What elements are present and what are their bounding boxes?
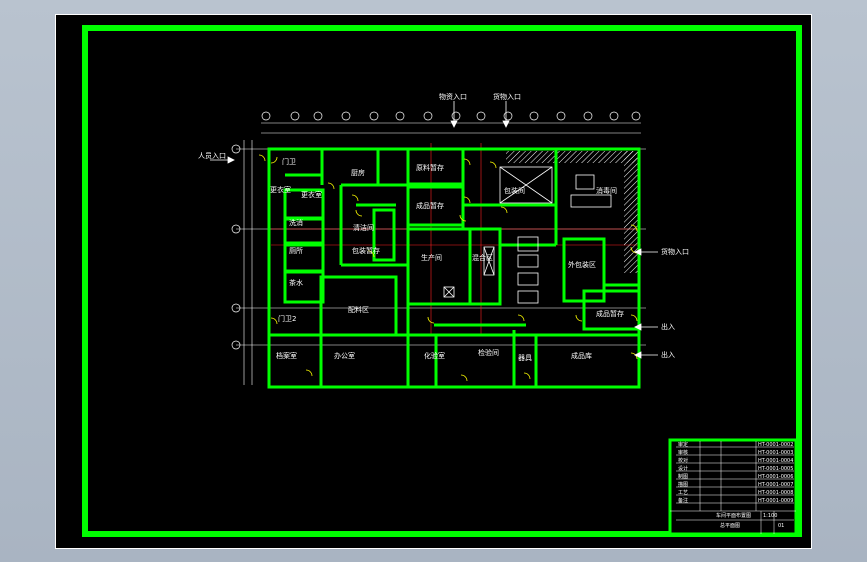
title-block-cell: 描图: [678, 481, 688, 488]
left-dimension-lines: [243, 140, 253, 385]
room-changing-2: 更衣室: [301, 190, 322, 199]
room-toilet: 厕所: [289, 246, 303, 255]
hatched-wall-top: [506, 151, 638, 163]
top-entrance-2-label: 货物入口: [493, 92, 521, 101]
cad-floor-plan: 人员入口 物资入口 货物入口 货物入口 出入 出入 门卫 更衣室 更衣室 洗消 …: [82, 25, 802, 537]
top-dimension-lines: [261, 122, 641, 134]
drawing-sheet: 人员入口 物资入口 货物入口 货物入口 出入 出入 门卫 更衣室 更衣室 洗消 …: [55, 14, 812, 549]
room-production: 生产间: [421, 253, 442, 262]
title-block-cell: 审核: [678, 449, 688, 456]
room-mixing: 混合区: [472, 253, 493, 262]
room-records: 档案室: [276, 351, 297, 360]
title-block-cell: HT-0001-0002: [758, 442, 793, 448]
drawing-frame: [82, 25, 802, 537]
room-kitchen: 厨房: [351, 168, 365, 177]
title-block-cell: HT-0001-0008: [758, 490, 793, 496]
entrance-arrows: [210, 101, 658, 359]
room-packing: 包装间: [504, 186, 525, 195]
title-block-cell: 工艺: [678, 490, 688, 496]
top-axis-bubbles: [261, 111, 641, 121]
title-block-cell: HT-0001-0007: [758, 482, 793, 488]
title-block-scale: 1:100: [763, 513, 777, 519]
room-cleaning: 清洁间: [353, 223, 374, 232]
room-inspection: 检验间: [478, 348, 499, 357]
title-block-cell: HT-0001-0006: [758, 474, 793, 480]
room-guard: 门卫: [282, 157, 296, 166]
room-tools: 器具: [518, 354, 532, 362]
room-outer-packing: 外包装区: [568, 260, 596, 269]
title-block-cell: HT-0001-0003: [758, 450, 793, 456]
title-block-cell: HT-0001-0005: [758, 466, 793, 472]
title-block: 审定 HT-0001-0002 审核 HT-0001-0003 校对 HT-0001-00…: [668, 438, 798, 536]
room-washroom: 洗消: [289, 218, 303, 227]
title-block-number: 01: [778, 523, 784, 529]
right-entrance-label: 货物入口: [661, 247, 689, 256]
title-block-cell: 制图: [678, 473, 688, 480]
title-block-cell: 校对: [678, 457, 688, 464]
room-pack-storage: 包装暂存: [352, 246, 380, 255]
room-finished-storage: 成品暂存: [596, 309, 624, 318]
doors: [258, 154, 638, 382]
title-block-drawing-title: 总平面图: [720, 522, 740, 529]
room-office: 办公室: [334, 351, 355, 360]
equipment: [443, 166, 612, 304]
room-guard-2: 门卫2: [278, 314, 296, 323]
right-label-3: 出入: [661, 350, 675, 359]
title-block-cell: 设计: [678, 465, 688, 472]
title-block-cell: 备注: [678, 497, 688, 504]
right-label-2: 出入: [661, 322, 675, 331]
room-changing-1: 更衣室: [270, 185, 291, 194]
staff-entrance-label: 人员入口: [198, 152, 226, 160]
title-block-cell: 审定: [678, 441, 688, 448]
building-walls: [267, 147, 641, 389]
room-disinfect: 消毒间: [596, 186, 617, 195]
left-axis-bubbles: [231, 144, 241, 350]
room-lab: 化验室: [424, 351, 445, 360]
room-pantry: 茶水: [289, 278, 303, 287]
room-prep: 配料区: [348, 305, 369, 314]
room-product-hall: 成品库: [571, 351, 592, 360]
hatched-wall-right: [624, 151, 638, 273]
room-raw-storage: 原料暂存: [416, 163, 444, 172]
top-entrance-1-label: 物资入口: [439, 92, 467, 101]
title-block-project: 车间平面布置图: [716, 512, 751, 519]
room-raw-storage-2: 成品暂存: [416, 201, 444, 210]
title-block-cell: HT-0001-0004: [758, 458, 793, 464]
title-block-cell: HT-0001-0009: [758, 498, 793, 504]
